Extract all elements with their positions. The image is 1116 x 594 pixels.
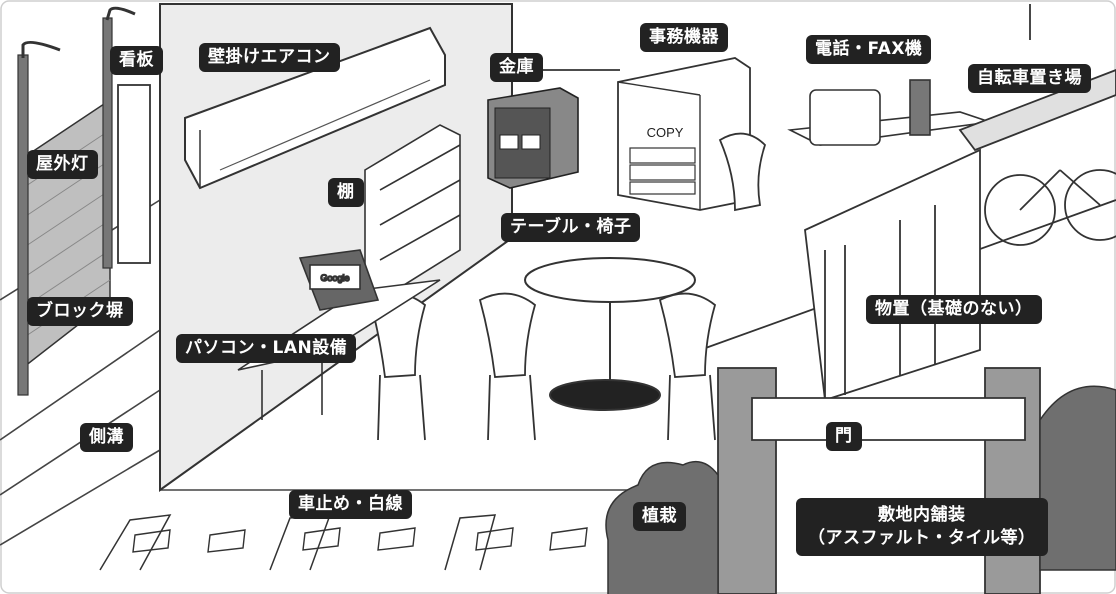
label-block-wall: ブロック塀 bbox=[27, 297, 133, 326]
parking-blocks bbox=[132, 527, 588, 553]
label-gutter: 側溝 bbox=[80, 423, 133, 452]
phone-fax-shape bbox=[787, 79, 991, 146]
label-paving: 敷地内舗装 （アスファルト・タイル等） bbox=[796, 498, 1048, 556]
label-car-stop: 車止め・白線 bbox=[289, 490, 412, 519]
copier-text: COPY bbox=[647, 125, 684, 140]
label-outdoor-light: 屋外灯 bbox=[27, 150, 98, 179]
laptop-screen-text: Google bbox=[320, 273, 349, 283]
signboard-shape bbox=[117, 84, 151, 264]
storage-shed-shape bbox=[804, 148, 981, 402]
label-gate: 門 bbox=[826, 422, 862, 451]
label-safe: 金庫 bbox=[490, 53, 543, 82]
table-shape bbox=[524, 257, 696, 411]
safe-shape bbox=[487, 87, 579, 189]
label-office-machines: 事務機器 bbox=[640, 23, 728, 52]
label-pc-lan: パソコン・LAN設備 bbox=[176, 334, 357, 363]
label-paving-line2: （アスファルト・タイル等） bbox=[808, 527, 1036, 548]
label-bicycle-parking: 自転車置き場 bbox=[968, 64, 1091, 93]
label-phone-fax: 電話・FAX機 bbox=[806, 35, 932, 64]
lamp-posts bbox=[17, 6, 136, 396]
label-shelf: 棚 bbox=[328, 178, 364, 207]
copier-shape: COPY bbox=[617, 57, 751, 211]
label-planting: 植栽 bbox=[633, 502, 686, 531]
label-storage-shed: 物置（基礎のない） bbox=[866, 295, 1042, 324]
label-kanban: 看板 bbox=[110, 46, 163, 75]
gate-shape bbox=[717, 367, 1041, 594]
label-aircon: 壁掛けエアコン bbox=[199, 43, 340, 72]
label-paving-line1: 敷地内舗装 bbox=[878, 505, 966, 525]
aircon-shape bbox=[184, 26, 446, 190]
label-table-chairs: テーブル・椅子 bbox=[501, 213, 641, 242]
